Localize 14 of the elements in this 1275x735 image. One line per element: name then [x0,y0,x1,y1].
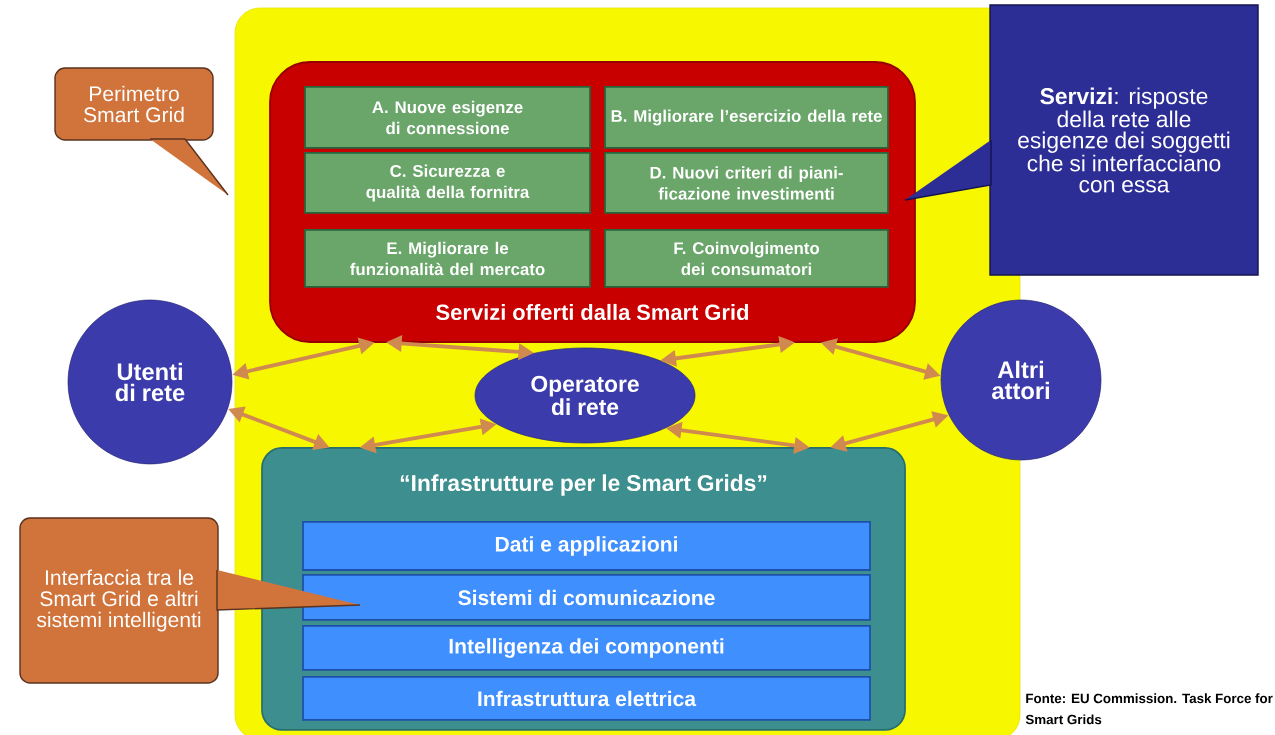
service-box: A. Nuove esigenze di connessione [304,86,591,149]
layer-bar: Sistemi di comunicazione [302,574,871,621]
speech-bubble: Servizi: risposte della rete alle esigenze dei soggetti che si interfacciano con essa [904,4,1259,276]
service-box: F. Coinvolgimento dei consumatori [604,229,889,288]
service-box: D. Nuovi criteri di piani-ficazione investimenti [604,152,889,214]
speech-bubble: Interfaccia tra le Smart Grid e altri sistemi intelligenti [19,517,361,684]
layer-bar: Dati e applicazioni [302,521,871,571]
layer-bar: Infrastruttura elettrica [302,676,871,721]
service-box: B. Migliorare l’esercizio della rete [604,86,889,149]
service-box: C. Sicurezza e qualità della fornitra [304,152,591,214]
layer-bar: Intelligenza dei componenti [302,625,871,671]
source-note: Fonte: EU Commission. Task Force for Smart Grids [1025,693,1273,725]
service-box: E. Migliorare le funzionalità del mercato [304,229,591,288]
speech-bubble: Perimetro Smart Grid [54,67,229,196]
